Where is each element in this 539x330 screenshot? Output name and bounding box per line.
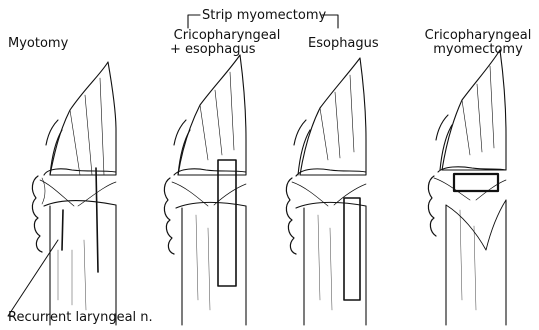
group-bracket	[188, 15, 338, 28]
excision-strip	[218, 160, 236, 286]
esophagus-drawing-cricopharyngeal-myomectomy	[428, 50, 506, 325]
myotomy-incision	[96, 168, 98, 272]
esophagus-drawing-esophagus	[286, 58, 366, 325]
esophagus-drawing-myotomy	[32, 62, 116, 325]
excision-strip	[344, 198, 360, 300]
esophagus-drawing-cricopharyngeal-esophagus	[164, 55, 246, 325]
